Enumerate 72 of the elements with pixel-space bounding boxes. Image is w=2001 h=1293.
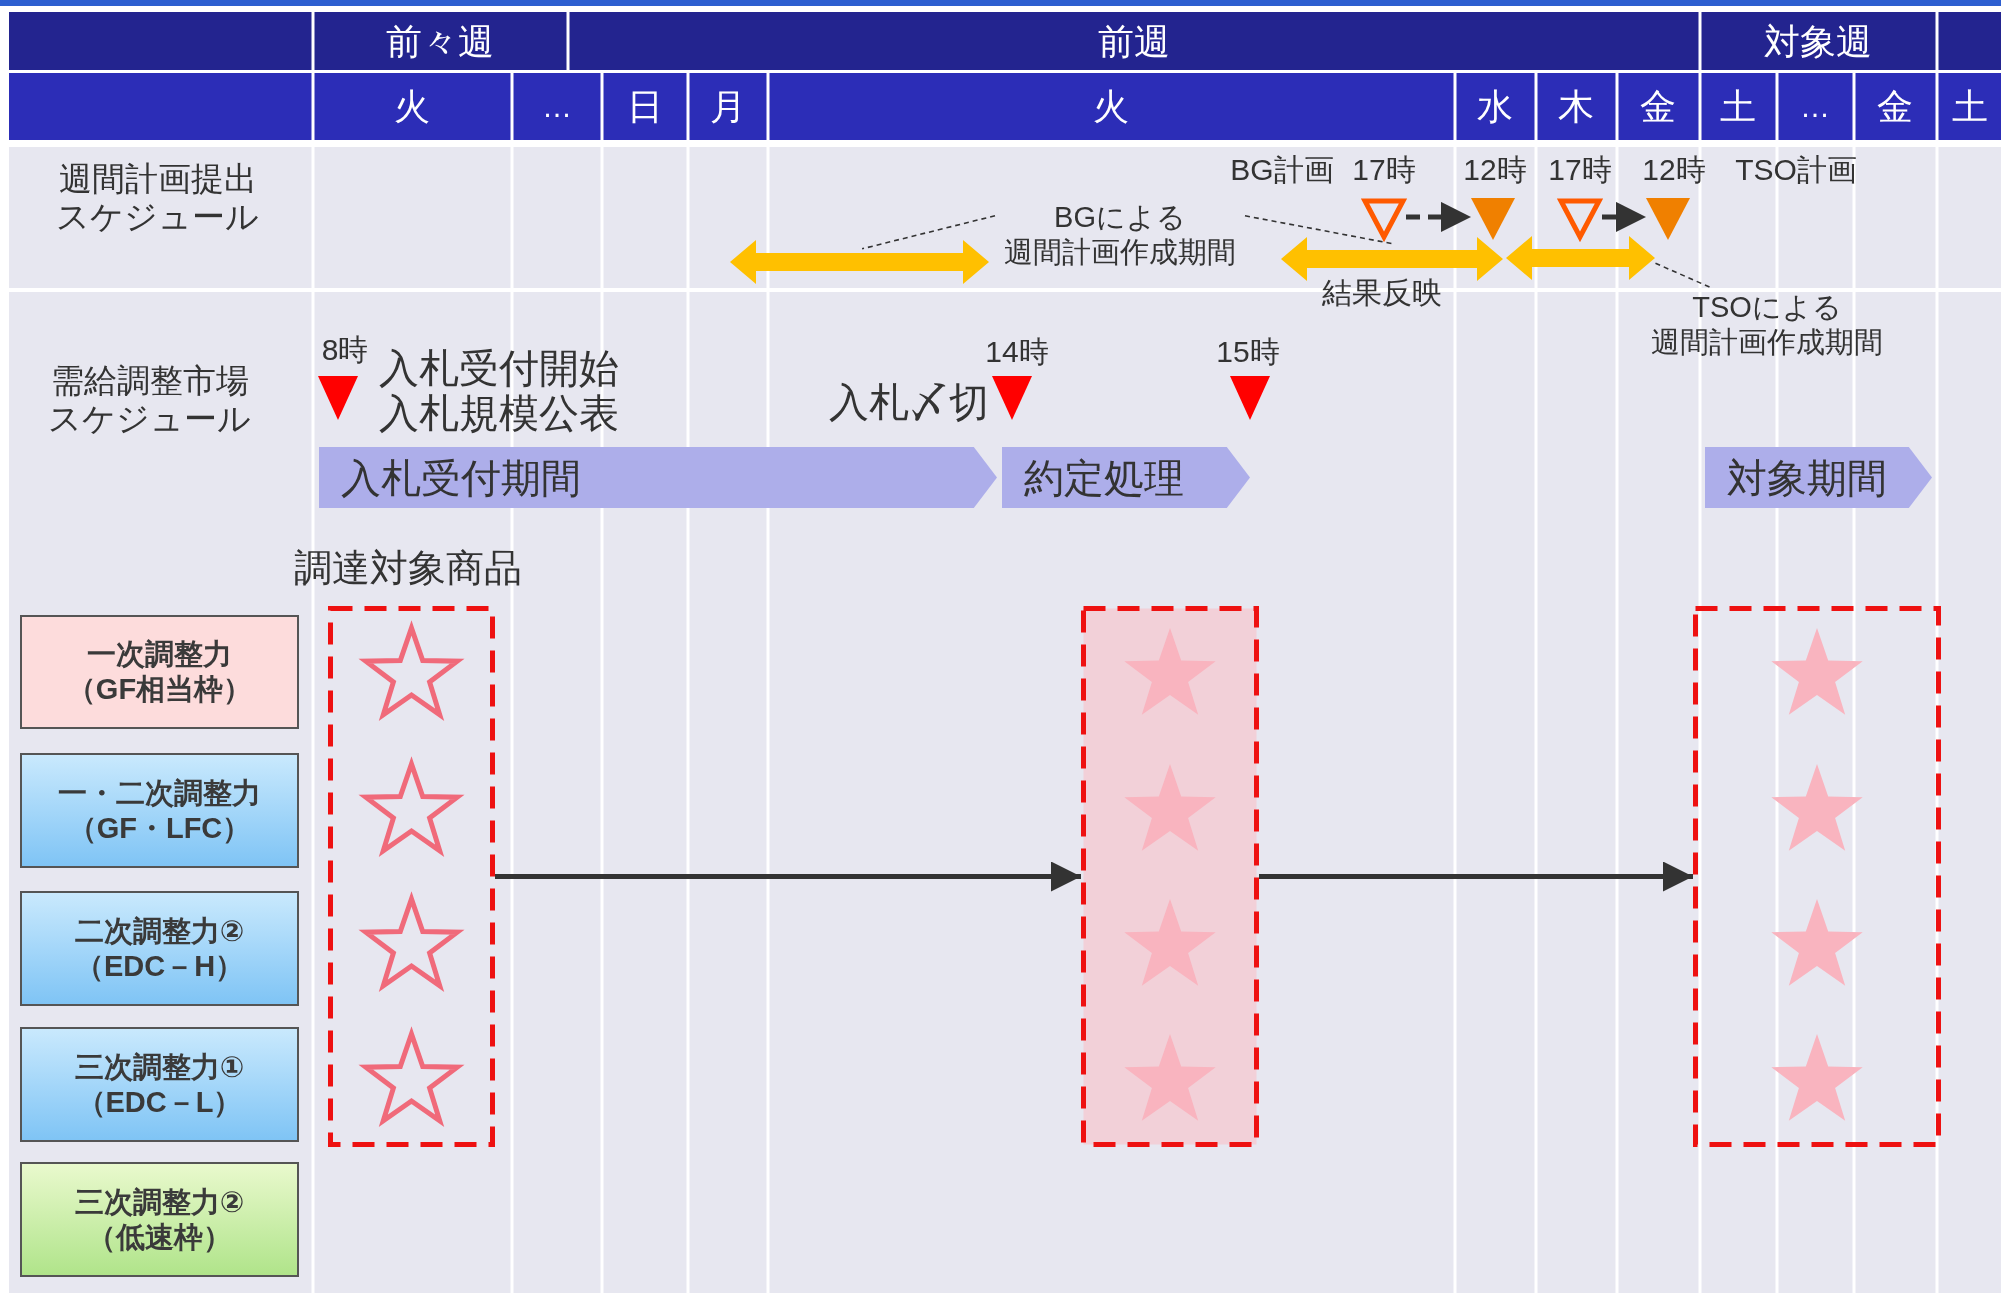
time-label: 12時 bbox=[1642, 152, 1706, 188]
annotation-text: TSO計画 bbox=[1735, 152, 1857, 188]
annotation-text: BG計画 bbox=[1230, 152, 1334, 188]
week-heading: 対象週 bbox=[1764, 21, 1872, 63]
product-detail: （EDC－L） bbox=[76, 1084, 243, 1120]
deadline-marker-icon bbox=[1558, 198, 1602, 240]
annotation-text: 8時 bbox=[321, 332, 369, 368]
product-box bbox=[20, 753, 299, 868]
period-span-marker bbox=[730, 240, 989, 284]
row-heading: 週間計画提出スケジュール bbox=[55, 160, 261, 236]
time-label: 17時 bbox=[1548, 152, 1612, 188]
day-heading: 水 bbox=[1477, 86, 1513, 128]
deadline-marker-icon bbox=[1362, 198, 1406, 240]
callout-heading: BGによる bbox=[1054, 199, 1186, 235]
arrow bbox=[1406, 201, 1471, 232]
day-heading: … bbox=[542, 89, 572, 125]
product-box bbox=[20, 891, 299, 1006]
callout-text: 週間計画作成期間 bbox=[1651, 324, 1883, 360]
day-heading: 火 bbox=[394, 86, 430, 128]
leader-line bbox=[1652, 261, 1711, 288]
arrow bbox=[495, 861, 1081, 892]
day-heading: 日 bbox=[627, 86, 663, 128]
row-heading: 需給調整市場スケジュール bbox=[47, 362, 253, 438]
product-detail: （EDC－H） bbox=[74, 948, 245, 984]
product-detail: （低速枠） bbox=[87, 1219, 232, 1255]
annotation-text: 調達対象商品 bbox=[294, 547, 522, 591]
product-name: 二次調整力② bbox=[74, 913, 245, 949]
annotation-text: 入札受付開始 bbox=[379, 345, 619, 391]
product-name: 三次調整力② bbox=[74, 1184, 245, 1220]
deadline-marker-icon bbox=[1646, 198, 1690, 240]
product-box bbox=[20, 615, 299, 729]
day-heading: … bbox=[1800, 89, 1830, 125]
product-name: 三次調整力① bbox=[74, 1049, 245, 1085]
annotation-text: 入札〆切 bbox=[829, 379, 989, 425]
product-detail: （GF相当枠） bbox=[66, 672, 253, 707]
deadline-marker-icon bbox=[1471, 198, 1515, 240]
callout-text: 週間計画作成期間 bbox=[1004, 234, 1236, 270]
time-label: 17時 bbox=[1352, 152, 1416, 188]
day-heading: 木 bbox=[1558, 86, 1594, 128]
period-caption: 結果反映 bbox=[1322, 275, 1442, 311]
arrow bbox=[1602, 201, 1646, 232]
arrow bbox=[1259, 861, 1693, 892]
period-bar bbox=[1705, 447, 1932, 508]
period-bar bbox=[1002, 447, 1250, 508]
product-detail: （GF・LFC） bbox=[67, 810, 252, 846]
period-bar bbox=[319, 447, 997, 508]
period-span-marker bbox=[1506, 236, 1655, 280]
leader-line bbox=[861, 214, 996, 250]
week-heading: 前週 bbox=[1098, 21, 1170, 63]
bar-label: 入札受付期間 bbox=[341, 454, 581, 502]
day-heading: 土 bbox=[1720, 86, 1756, 128]
leader-line bbox=[1244, 214, 1393, 245]
product-name: 一次調整力 bbox=[87, 637, 232, 672]
selection-frame bbox=[328, 606, 495, 1147]
selection-frame bbox=[1693, 606, 1941, 1147]
callout-heading: TSOによる bbox=[1692, 289, 1842, 325]
product-name: 一・二次調整力 bbox=[58, 775, 261, 811]
product-box bbox=[20, 1162, 299, 1277]
annotation-text: 入札規模公表 bbox=[379, 390, 619, 436]
time-label: 12時 bbox=[1463, 152, 1527, 188]
bar-label: 対象期間 bbox=[1727, 454, 1887, 502]
product-box bbox=[20, 1027, 299, 1142]
bar-label: 約定処理 bbox=[1024, 454, 1184, 502]
day-heading: 火 bbox=[1093, 86, 1129, 128]
annotation-text: 14時 bbox=[985, 334, 1049, 370]
annotation-text: 15時 bbox=[1216, 334, 1280, 370]
day-heading: 金 bbox=[1877, 86, 1913, 128]
selection-frame bbox=[1081, 606, 1259, 1147]
week-heading: 前々週 bbox=[386, 21, 494, 63]
day-heading: 土 bbox=[1952, 86, 1988, 128]
day-heading: 金 bbox=[1640, 86, 1676, 128]
day-heading: 月 bbox=[710, 86, 746, 128]
